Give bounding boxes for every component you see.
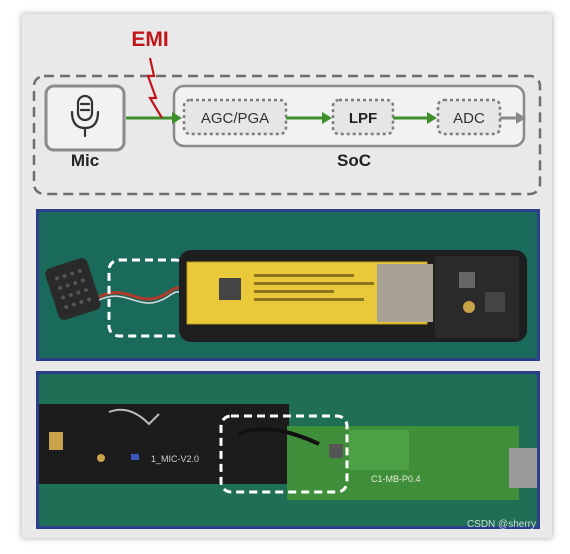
connector-highlight-box bbox=[219, 414, 349, 494]
device-photo-bottom-drawing: 1_MIC-V2.0 C1-MB-P0.4 bbox=[39, 374, 537, 526]
wire-highlight-box bbox=[107, 258, 187, 338]
device-photo-top bbox=[36, 209, 540, 361]
signal-arrows bbox=[126, 112, 437, 124]
mic-capsule bbox=[45, 258, 101, 320]
figure-frame: Mic SoC AGC/PGA LPF ADC EMI bbox=[22, 14, 552, 538]
microphone-icon bbox=[70, 94, 100, 138]
device-photo-bottom: 1_MIC-V2.0 C1-MB-P0.4 bbox=[36, 371, 540, 529]
agc-pga-label: AGC/PGA bbox=[201, 110, 269, 127]
emi-label: EMI bbox=[131, 28, 168, 51]
soc-label: SoC bbox=[337, 151, 371, 170]
lightning-icon bbox=[146, 57, 163, 119]
mic-box bbox=[44, 84, 126, 152]
outer-dashed-box bbox=[32, 74, 542, 196]
watermark: CSDN @sherry bbox=[466, 519, 536, 530]
device-photo-top-drawing bbox=[39, 212, 537, 358]
adc-block bbox=[436, 98, 502, 136]
output-arrow bbox=[500, 112, 526, 124]
lpf-label: LPF bbox=[349, 110, 377, 127]
signal-chain-diagram: Mic SoC AGC/PGA LPF ADC EMI bbox=[32, 28, 542, 196]
main-board-label: C1-MB-P0.4 bbox=[371, 474, 421, 484]
main-pcb bbox=[435, 256, 519, 338]
mic-label: Mic bbox=[71, 151, 99, 170]
adc-label: ADC bbox=[453, 110, 485, 127]
mic-board-label: 1_MIC-V2.0 bbox=[151, 454, 199, 464]
